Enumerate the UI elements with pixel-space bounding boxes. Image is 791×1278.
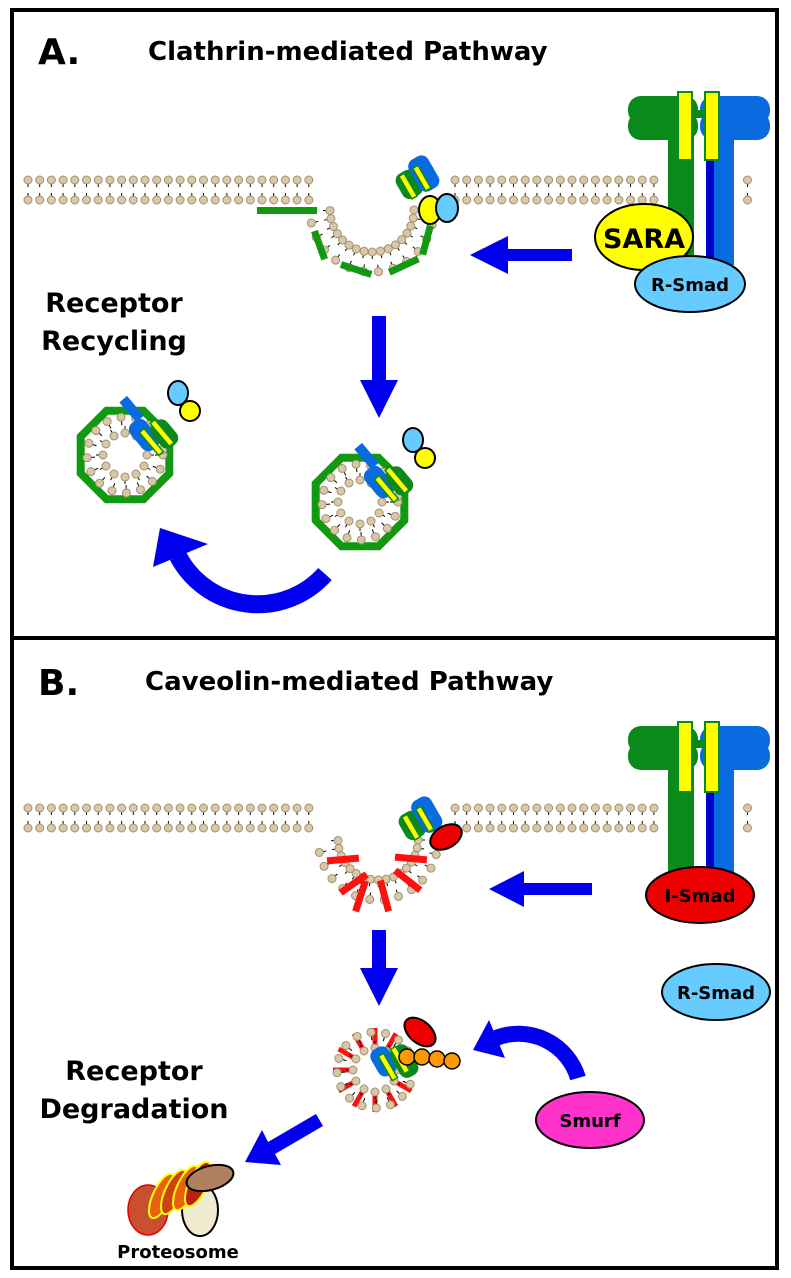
smurf-arrow bbox=[493, 1025, 586, 1081]
plasma-membrane-b bbox=[23, 803, 752, 833]
free-rsmad bbox=[661, 963, 771, 1021]
arrow-left-a bbox=[470, 236, 572, 274]
ismad-small-b bbox=[429, 823, 463, 851]
arrow-down-b bbox=[360, 930, 398, 1006]
tgf-beta-receptor-complex-b bbox=[628, 721, 770, 875]
degradation-label-1: Receptor bbox=[65, 1056, 203, 1087]
rsmad-small-a bbox=[435, 193, 459, 223]
free-rsmad-label: R-Smad bbox=[677, 983, 755, 1004]
arrow-to-proteasome bbox=[245, 1114, 323, 1165]
internalizing-receptor-a bbox=[395, 155, 440, 200]
ubiquitin-chain bbox=[398, 1048, 461, 1070]
smurf-arrowhead bbox=[473, 1020, 505, 1058]
panel-a-letter: A. bbox=[38, 32, 80, 73]
smurf-ligase bbox=[535, 1091, 645, 1149]
rsmad-adaptor-a bbox=[634, 255, 746, 313]
proteasome-label: Proteosome bbox=[117, 1242, 239, 1263]
arrow-left-b bbox=[489, 871, 592, 907]
proteasome bbox=[127, 1160, 235, 1237]
recycling-arrow bbox=[170, 551, 332, 614]
clathrin-coat bbox=[257, 207, 434, 278]
sara-label: SARA bbox=[603, 224, 685, 255]
panel-b-title: Caveolin-mediated Pathway bbox=[145, 667, 553, 697]
rsmad-label-a: R-Smad bbox=[651, 275, 729, 296]
ismad-label: I-Smad bbox=[665, 886, 736, 907]
recycling-label-2: Recycling bbox=[41, 326, 187, 357]
clathrin-pit bbox=[306, 205, 439, 277]
internalizing-receptor-b bbox=[398, 796, 443, 841]
panel-b-letter: B. bbox=[38, 663, 79, 704]
panel-a-title: Clathrin-mediated Pathway bbox=[148, 37, 548, 67]
recycling-label-1: Receptor bbox=[45, 288, 183, 319]
plasma-membrane-a bbox=[23, 175, 752, 205]
degradation-label-2: Degradation bbox=[39, 1094, 228, 1125]
caveolin-coat bbox=[326, 853, 428, 913]
clathrin-vesicle-recycled bbox=[76, 380, 201, 504]
ismad-adaptor bbox=[645, 866, 755, 924]
recycling-arrowhead bbox=[153, 528, 208, 567]
ismad-vesicle bbox=[403, 1016, 437, 1048]
caveolae-pit bbox=[314, 835, 443, 905]
clathrin-vesicle bbox=[311, 427, 436, 551]
arrow-down-a bbox=[360, 316, 398, 418]
smurf-label: Smurf bbox=[559, 1111, 620, 1132]
